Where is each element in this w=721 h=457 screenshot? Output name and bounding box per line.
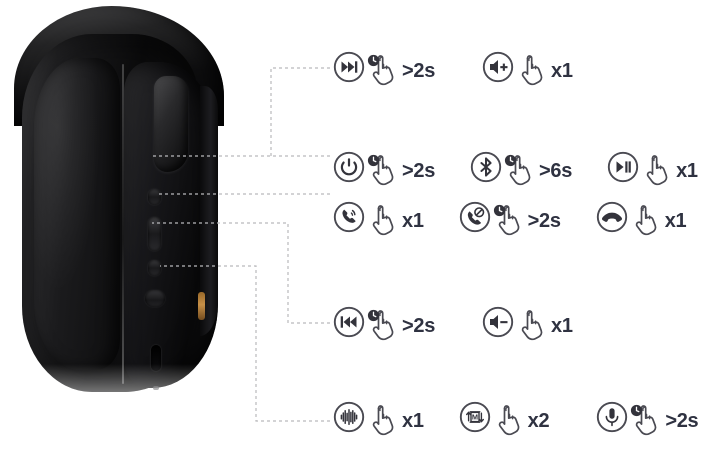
hand-tap-icon	[493, 400, 527, 436]
next-track-icon	[332, 50, 366, 84]
gesture-label: x2	[527, 410, 550, 432]
gesture-answer-call[interactable]: x1	[332, 200, 424, 236]
hand-tap-icon	[630, 200, 664, 236]
gesture-voice-assistant[interactable]: >2s	[595, 400, 699, 436]
gesture-reject-call[interactable]: >2s	[458, 200, 561, 236]
clock-badge-icon	[367, 54, 380, 67]
row-next-volume-up: >2s	[332, 50, 573, 86]
gesture-previous-track[interactable]: >2s	[332, 305, 435, 341]
reject-call-icon	[458, 200, 492, 234]
end-call-icon	[595, 200, 629, 234]
gesture-power[interactable]: >2s	[332, 150, 435, 186]
clock-badge-icon	[493, 204, 505, 217]
gesture-volume-up[interactable]: x1	[481, 50, 573, 86]
previous-track-icon	[332, 305, 366, 339]
bluetooth-icon	[469, 150, 503, 184]
gesture-label: >2s	[402, 160, 436, 182]
gesture-play-pause[interactable]: x1	[606, 150, 698, 186]
hand-press-hold-icon	[504, 150, 538, 186]
play-pause-icon	[606, 150, 640, 184]
gesture-label: x1	[664, 210, 687, 232]
gesture-volume-down[interactable]: x1	[481, 305, 573, 341]
gesture-mode-switch[interactable]: M x2	[458, 400, 550, 436]
gesture-sound-wave[interactable]: x1	[332, 400, 424, 436]
hand-press-hold-icon	[367, 305, 401, 341]
svg-text:M: M	[472, 412, 478, 421]
ear-pad	[34, 58, 120, 370]
sound-wave-icon	[332, 400, 366, 434]
gesture-bluetooth[interactable]: >6s	[469, 150, 572, 186]
hand-tap-icon	[641, 150, 675, 186]
power-icon	[332, 150, 366, 184]
answer-call-icon	[332, 200, 366, 234]
clock-badge-icon	[504, 154, 517, 167]
hand-press-hold-icon	[367, 50, 401, 86]
gesture-label: x1	[402, 410, 424, 432]
multifunction-button	[148, 189, 161, 205]
hand-press-hold-icon	[630, 400, 664, 436]
volume-up-icon	[481, 50, 515, 84]
gesture-label: x1	[551, 315, 573, 337]
hand-press-hold-icon	[493, 200, 527, 236]
hand-tap-icon	[367, 200, 401, 236]
clock-badge-icon	[631, 404, 643, 417]
volume-down-icon	[481, 305, 515, 339]
row-eq-mode-voice: x1 M	[332, 400, 699, 436]
gesture-label: >2s	[402, 60, 436, 82]
hand-press-hold-icon	[367, 150, 401, 186]
clock-badge-icon	[367, 309, 380, 322]
gesture-label: >2s	[402, 315, 436, 337]
mode-switch-icon: M	[458, 400, 492, 434]
hand-tap-icon	[516, 305, 550, 341]
gesture-label: >6s	[539, 160, 573, 182]
cup-seam	[122, 64, 124, 384]
voice-assistant-icon	[595, 400, 629, 434]
gesture-next-track[interactable]: >2s	[332, 50, 435, 86]
row-power-bluetooth-playpause: >2s	[332, 150, 698, 186]
gesture-label: >2s	[527, 210, 561, 232]
clock-badge-icon	[367, 154, 380, 167]
gesture-label: x1	[676, 160, 698, 182]
row-call-controls: x1	[332, 200, 687, 236]
gesture-label: >2s	[665, 410, 699, 432]
gesture-label: x1	[551, 60, 573, 82]
row-previous-volume-down: >2s	[332, 305, 573, 341]
gesture-end-call[interactable]: x1	[595, 200, 687, 236]
hand-tap-icon	[516, 50, 550, 86]
hand-tap-icon	[367, 400, 401, 436]
gesture-label: x1	[402, 210, 424, 232]
usb-c-port	[151, 345, 161, 371]
